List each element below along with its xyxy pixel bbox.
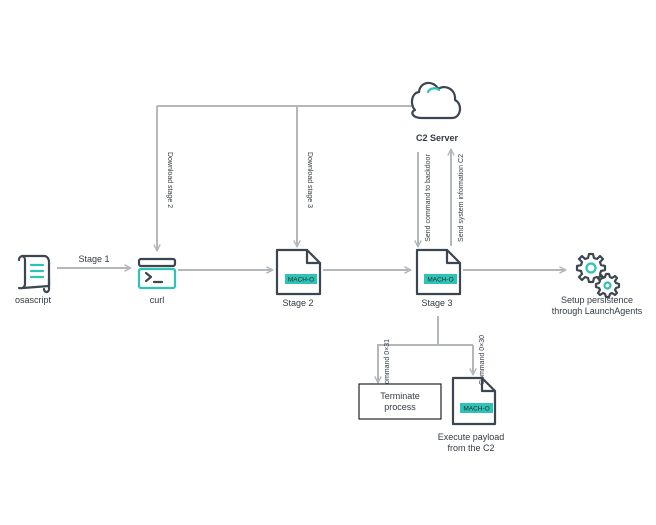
curl-label: curl bbox=[150, 295, 165, 305]
gears-icon bbox=[575, 252, 621, 299]
terminal-icon bbox=[137, 257, 177, 290]
terminate-label-line2: process bbox=[384, 402, 416, 412]
persistence-label-line2: through LaunchAgents bbox=[552, 306, 643, 316]
c2-server-label: C2 Server bbox=[416, 133, 459, 143]
stage3-label: Stage 3 bbox=[421, 298, 452, 308]
cloud-icon bbox=[410, 81, 462, 120]
payload-file-tag: MACH-O bbox=[463, 406, 489, 413]
connectors bbox=[57, 105, 567, 384]
send-sysinfo-label: Send system information C2 bbox=[458, 154, 465, 242]
terminate-process-box bbox=[358, 383, 442, 420]
download-stage2-label: Download stage 2 bbox=[166, 152, 173, 208]
download-stage3-label: Download stage 3 bbox=[306, 152, 313, 208]
stage1-label: Stage 1 bbox=[78, 254, 109, 264]
stage3-file-tag: MACH-O bbox=[427, 277, 453, 284]
stage2-label: Stage 2 bbox=[282, 298, 313, 308]
osascript-label: osascript bbox=[15, 295, 52, 305]
send-command-label: Send command to backdoor bbox=[425, 154, 432, 242]
execute-label-line1: Execute payload bbox=[438, 432, 505, 442]
command-0x31-label: Command 0×31 bbox=[384, 339, 391, 389]
payload-file-icon bbox=[451, 376, 497, 426]
command-0x30-label: Command 0×30 bbox=[479, 335, 486, 385]
stage2-file-icon bbox=[275, 248, 322, 296]
stage2-file-tag: MACH-O bbox=[288, 277, 314, 284]
stage3-file-icon bbox=[415, 248, 462, 296]
terminate-label-line1: Terminate bbox=[380, 391, 420, 401]
execute-label-line2: from the C2 bbox=[447, 443, 494, 453]
script-scroll-icon bbox=[17, 254, 51, 294]
persistence-label-line1: Setup persistence bbox=[561, 295, 633, 305]
